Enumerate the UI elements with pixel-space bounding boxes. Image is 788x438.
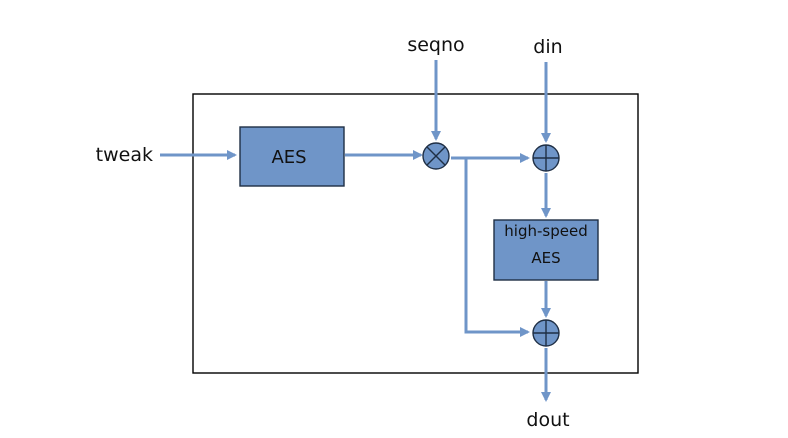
- system-frame: [192, 93, 639, 374]
- multiply-operator-icon: [422, 142, 450, 170]
- wire-branch-to-xor-bottom: [464, 158, 530, 337]
- seqno-label: seqno: [407, 34, 464, 56]
- din-label: din: [533, 36, 562, 58]
- xor-top-icon: [532, 144, 560, 172]
- dout-label: dout: [526, 409, 569, 431]
- aes-block-label: AES: [271, 147, 306, 168]
- xor-bottom-icon: [532, 319, 560, 347]
- high-speed-aes-label-line2: AES: [531, 249, 560, 267]
- aes-block: AES: [239, 126, 345, 187]
- high-speed-aes-label-line1: high-speed: [504, 222, 587, 240]
- tweak-label: tweak: [96, 144, 153, 166]
- wires: [160, 60, 551, 402]
- high-speed-aes-block: high-speed AES: [493, 219, 599, 281]
